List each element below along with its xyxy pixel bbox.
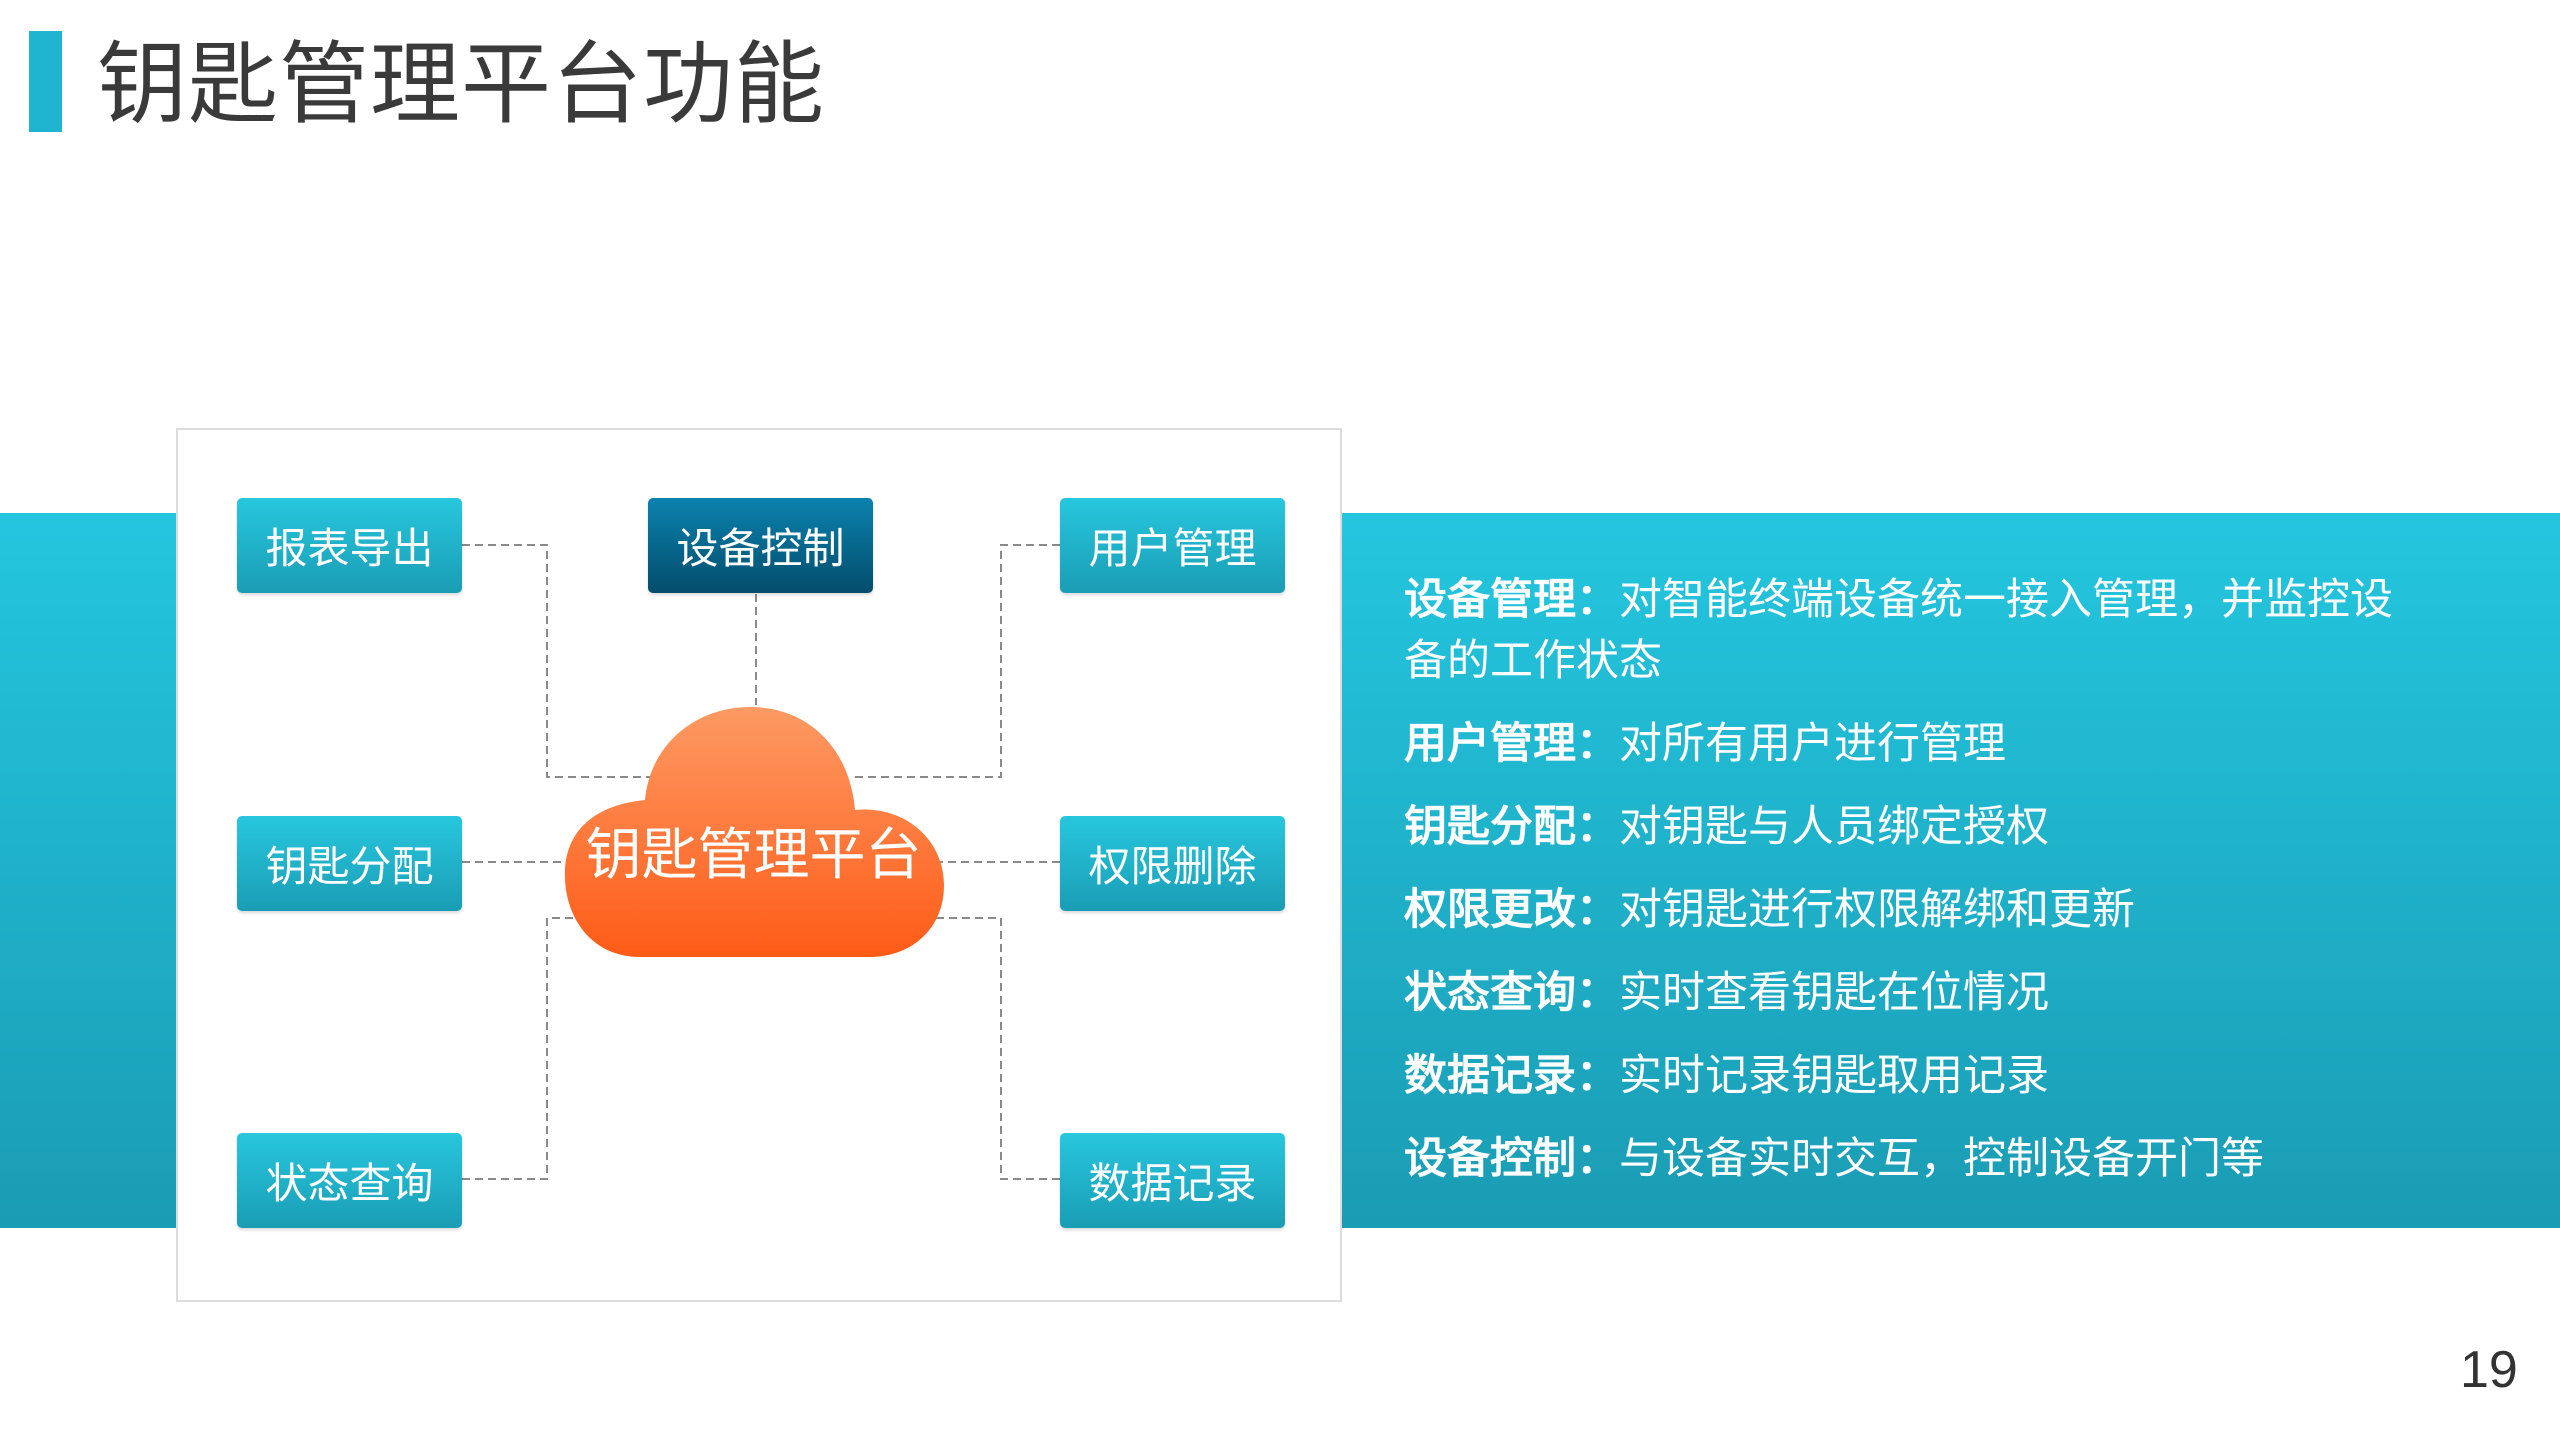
feature-name: 设备管理：	[1404, 576, 1619, 624]
feature-item: 设备管理：对智能终端设备统一接入管理，并监控设备的工作状态	[1404, 570, 2404, 692]
feature-name: 数据记录：	[1404, 1052, 1619, 1100]
feature-name: 设备控制：	[1404, 1135, 1619, 1183]
node-user-management: 用户管理	[1060, 498, 1285, 593]
feature-item: 状态查询：实时查看钥匙在位情况	[1404, 963, 2404, 1024]
page-title: 钥匙管理平台功能	[97, 35, 825, 135]
feature-list: 设备管理：对智能终端设备统一接入管理，并监控设备的工作状态 用户管理：对所有用户…	[1404, 570, 2404, 1212]
feature-item: 数据记录：实时记录钥匙取用记录	[1404, 1046, 2404, 1107]
connector-report-export	[462, 544, 650, 778]
feature-name: 权限更改：	[1404, 886, 1619, 934]
feature-desc: 与设备实时交互，控制设备开门等	[1619, 1135, 2264, 1183]
cloud-label: 钥匙管理平台	[585, 823, 922, 886]
feature-name: 用户管理：	[1404, 720, 1619, 768]
connector-data-record	[930, 917, 1060, 1180]
node-permission-delete: 权限删除	[1060, 816, 1285, 911]
connector-user-management	[850, 544, 1060, 778]
page-number: 19	[2460, 1341, 2518, 1399]
node-device-control: 设备控制	[648, 498, 873, 593]
node-status-query: 状态查询	[237, 1133, 462, 1228]
connector-status-query	[462, 917, 585, 1180]
feature-name: 状态查询：	[1404, 969, 1619, 1017]
feature-desc: 对钥匙与人员绑定授权	[1619, 803, 2049, 851]
node-key-assign: 钥匙分配	[237, 816, 462, 911]
node-data-record: 数据记录	[1060, 1133, 1285, 1228]
feature-desc: 实时记录钥匙取用记录	[1619, 1052, 2049, 1100]
feature-item: 用户管理：对所有用户进行管理	[1404, 714, 2404, 775]
feature-item: 设备控制：与设备实时交互，控制设备开门等	[1404, 1129, 2404, 1190]
feature-desc: 实时查看钥匙在位情况	[1619, 969, 2049, 1017]
feature-desc: 对钥匙进行权限解绑和更新	[1619, 886, 2135, 934]
feature-name: 钥匙分配：	[1404, 803, 1619, 851]
title-accent-bar	[29, 31, 62, 132]
feature-desc: 对所有用户进行管理	[1619, 720, 2006, 768]
cloud-shape	[564, 707, 944, 957]
node-report-export: 报表导出	[237, 498, 462, 593]
feature-item: 钥匙分配：对钥匙与人员绑定授权	[1404, 797, 2404, 858]
feature-desc: 对智能终端设备统一接入管理，并监控设备的工作状态	[1404, 576, 2393, 685]
feature-item: 权限更改：对钥匙进行权限解绑和更新	[1404, 880, 2404, 941]
